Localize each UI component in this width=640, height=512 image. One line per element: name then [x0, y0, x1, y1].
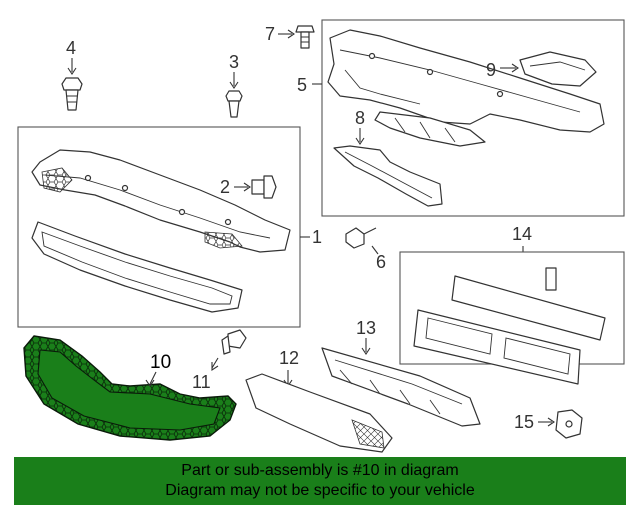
callout-8: 8	[355, 108, 365, 128]
banner-line-1: Part or sub-assembly is #10 in diagram	[181, 462, 459, 479]
callout-13: 13	[356, 318, 376, 338]
info-banner: Part or sub-assembly is #10 in diagram D…	[14, 457, 626, 505]
callout-9: 9	[486, 60, 496, 80]
part-11-group: 11	[192, 329, 247, 392]
callout-1: 1	[312, 227, 322, 247]
part-10-group[interactable]: 10	[23, 335, 237, 441]
part-13-air-baffle	[321, 347, 481, 427]
screw-6-icon	[345, 227, 365, 249]
callout-11: 11	[192, 372, 211, 392]
bolt-2-icon	[251, 179, 265, 195]
part-7-group: 7	[265, 24, 315, 49]
part-14-upper-bar	[451, 275, 606, 341]
push-pin-11-icon	[227, 329, 247, 349]
part-4-group: 4	[61, 38, 83, 111]
push-pin-3-icon	[225, 90, 243, 102]
part-2-group: 2	[220, 175, 277, 199]
part-1-group: 1	[17, 126, 322, 328]
part-14-lower-bracket	[413, 309, 581, 385]
callout-2: 2	[220, 177, 230, 197]
part-14-group: 14	[399, 224, 625, 385]
push-pin-4-icon	[61, 77, 83, 91]
part-15-group: 15	[514, 409, 583, 439]
callout-15: 15	[514, 412, 534, 432]
part-13-group: 13	[321, 318, 481, 427]
part-6-group: 6	[345, 227, 386, 272]
bolt-7-icon	[295, 25, 315, 33]
part-8-deflector	[333, 145, 443, 207]
part-12-lower-trim	[245, 373, 393, 453]
callout-14: 14	[512, 224, 532, 244]
lower-trim-part	[31, 221, 243, 313]
callout-4: 4	[66, 38, 76, 58]
banner-line-2: Diagram may not be specific to your vehi…	[165, 482, 475, 499]
part-3-group: 3	[225, 52, 243, 118]
callout-10: 10	[150, 352, 171, 373]
part-12-group: 12	[245, 348, 393, 453]
radiator-support-part	[327, 29, 605, 133]
part-5-group: 5 9 8	[297, 19, 625, 217]
callout-3: 3	[229, 52, 239, 72]
callout-12: 12	[279, 348, 299, 368]
callout-5: 5	[297, 75, 307, 95]
part-9-bracket	[519, 51, 597, 87]
callout-7: 7	[265, 24, 275, 44]
callout-6: 6	[376, 252, 386, 272]
